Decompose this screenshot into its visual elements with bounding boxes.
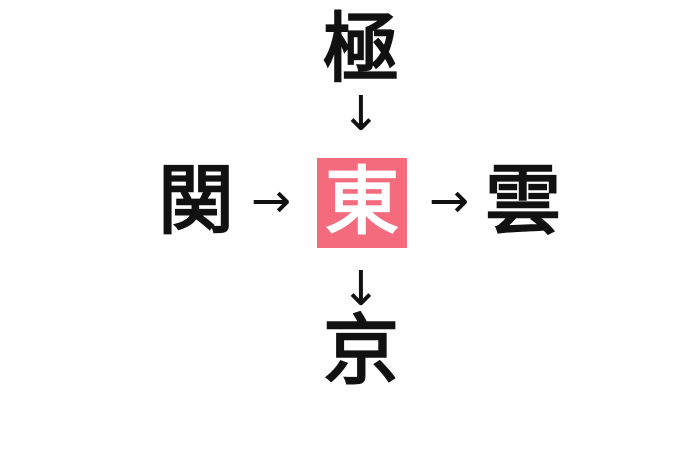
arrow-right-icon: → xyxy=(250,173,292,229)
kanji-right: 雲 xyxy=(485,160,561,244)
arrow-down-icon: ↓ xyxy=(340,261,382,317)
arrow-right-icon: → xyxy=(428,173,470,229)
kanji-bottom: 京 xyxy=(323,310,399,394)
kanji-top: 極 xyxy=(323,8,399,92)
arrow-down-icon: ↓ xyxy=(340,86,382,142)
center-answer-tile: 東 xyxy=(317,158,407,248)
kanji-center-answer: 東 xyxy=(325,162,399,244)
kanji-left: 関 xyxy=(158,160,234,244)
